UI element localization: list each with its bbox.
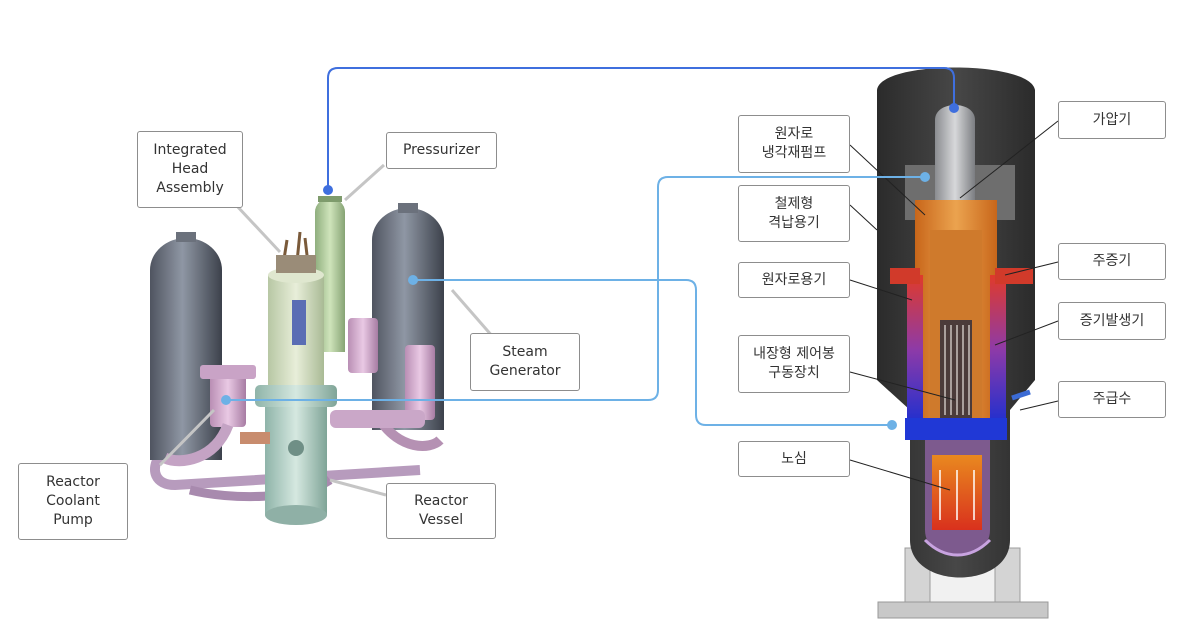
label-core-kr: 노심 xyxy=(738,441,850,477)
label-steam-generator-kr: 증기발생기 xyxy=(1058,302,1166,340)
left-3d-model xyxy=(150,196,444,525)
label-pressurizer: Pressurizer xyxy=(386,132,497,169)
callout-leaders xyxy=(849,120,1059,491)
label-reactor-vessel-kr: 원자로용기 xyxy=(738,262,850,298)
label-integrated-head-assembly: Integrated Head Assembly xyxy=(137,131,243,208)
label-steam-generator: Steam Generator xyxy=(470,333,580,391)
label-reactor-vessel: Reactor Vessel xyxy=(386,483,496,539)
gray-leaders xyxy=(158,163,495,497)
label-rcp-kr: 원자로 냉각재펌프 xyxy=(738,115,850,173)
right-cutaway xyxy=(877,67,1049,619)
label-steel-containment-kr: 철제형 격납용기 xyxy=(738,185,850,242)
blue-connectors xyxy=(221,67,959,430)
label-icrdm-kr: 내장형 제어봉 구동장치 xyxy=(738,335,850,393)
label-pressurizer-kr: 가압기 xyxy=(1058,101,1166,139)
label-reactor-coolant-pump: Reactor Coolant Pump xyxy=(18,463,128,540)
label-main-steam-kr: 주증기 xyxy=(1058,243,1166,280)
label-feedwater-kr: 주급수 xyxy=(1058,381,1166,418)
